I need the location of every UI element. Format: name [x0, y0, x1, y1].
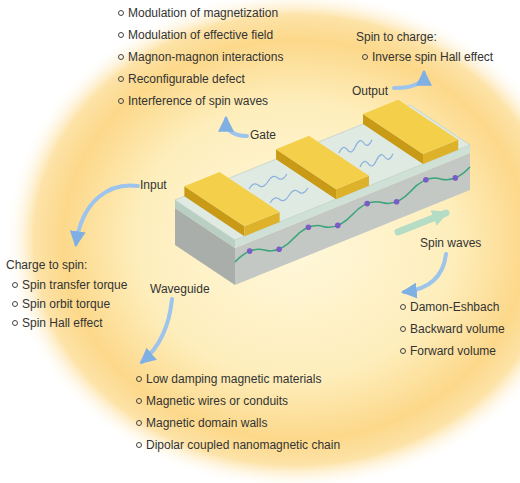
gate-function: Modulation of effective field — [128, 28, 273, 42]
bullet-circle — [12, 301, 18, 307]
background-glow — [5, 0, 520, 483]
gate-function: Reconfigurable defect — [128, 72, 245, 86]
input-mechanism: Spin Hall effect — [22, 316, 103, 330]
bullet-circle — [400, 348, 406, 354]
propagation-arrow — [398, 213, 446, 232]
bullet-circle — [118, 32, 124, 38]
bullet-circle — [118, 10, 124, 16]
gate-electrode — [276, 136, 369, 199]
bullet-circle — [136, 442, 142, 448]
bullet-circle — [118, 54, 124, 60]
input-electrode — [184, 172, 279, 236]
wave-mode: Damon-Eshbach — [410, 300, 499, 314]
input-mechanism: Spin orbit torque — [22, 297, 110, 311]
bullet-circle — [400, 304, 406, 310]
part-label: Waveguide — [150, 282, 210, 296]
gate-function: Modulation of magnetization — [128, 6, 278, 20]
output-mechanism: Inverse spin Hall effect — [372, 50, 493, 64]
bullet-circle — [118, 98, 124, 104]
gate-function: Magnon-magnon interactions — [128, 50, 283, 64]
part-label: Input — [140, 178, 167, 192]
pointer-arrows — [76, 73, 446, 362]
bullet-circle — [118, 76, 124, 82]
wave-mode: Backward volume — [410, 322, 505, 336]
waveguide-type: Dipolar coupled nanomagnetic chain — [146, 438, 340, 452]
bullet-circle — [362, 54, 368, 60]
bullet-circle — [136, 376, 142, 382]
waveguide-type: Low damping magnetic materials — [146, 372, 321, 386]
bullet-circle — [12, 282, 18, 288]
part-label: Spin waves — [420, 236, 481, 250]
list-heading: Charge to spin: — [6, 258, 87, 272]
wave-mode: Forward volume — [410, 344, 496, 358]
gate-function: Interference of spin waves — [128, 94, 268, 108]
bullet-circle — [400, 326, 406, 332]
bullet-circle — [136, 420, 142, 426]
part-label: Gate — [250, 128, 276, 142]
list-heading: Spin to charge: — [356, 30, 437, 44]
bullet-circle — [12, 320, 18, 326]
waveguide-type: Magnetic wires or conduits — [146, 394, 288, 408]
waveguide-type: Magnetic domain walls — [146, 416, 267, 430]
bullet-circle — [136, 398, 142, 404]
part-label: Output — [352, 84, 388, 98]
input-mechanism: Spin transfer torque — [22, 278, 127, 292]
output-electrode — [363, 100, 458, 164]
